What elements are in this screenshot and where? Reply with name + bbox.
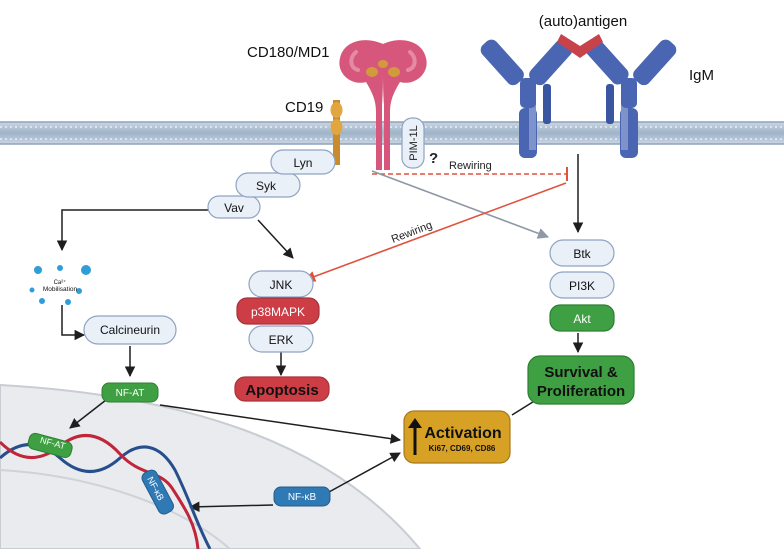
rewiring-diag-label: Rewiring (390, 219, 434, 246)
svg-text:Akt: Akt (573, 312, 591, 326)
antigen-label: (auto)antigen (539, 13, 627, 30)
node-erk: ERK (248, 325, 314, 353)
svg-text:Calcineurin: Calcineurin (100, 323, 160, 337)
arrow-igm-to-jnk (303, 182, 567, 282)
pim1l-question: ? (429, 150, 438, 167)
node-apoptosis: Apoptosis (234, 376, 330, 402)
node-calcineurin: Calcineurin (83, 315, 177, 345)
svg-text:Ki67, CD69, CD86: Ki67, CD69, CD86 (429, 444, 496, 453)
nucleus (0, 383, 422, 549)
cd180-md1-receptor (339, 40, 427, 170)
svg-text:Activation: Activation (424, 425, 501, 442)
arrow-nfkb-to-activation (328, 452, 401, 493)
pim1l-box: PIM-1L (401, 117, 425, 169)
node-jnk: JNK (248, 270, 314, 298)
node-nfat-dna: NF-AT (27, 432, 73, 458)
node-activation: Activation Ki67, CD69, CD86 (403, 410, 511, 464)
svg-text:NF-AT: NF-AT (116, 388, 145, 399)
svg-text:Vav: Vav (224, 201, 244, 215)
svg-text:Survival &: Survival & (544, 364, 618, 381)
antigen-shape (557, 34, 603, 58)
node-btk: Btk (549, 239, 615, 267)
svg-text:ERK: ERK (269, 333, 294, 347)
node-pi3k: PI3K (549, 271, 615, 299)
svg-text:Proliferation: Proliferation (537, 383, 625, 400)
svg-text:Apoptosis: Apoptosis (245, 382, 318, 399)
cd19-label: CD19 (285, 99, 323, 116)
arrow-calcium-to-calcineurin (61, 305, 86, 341)
calcium-label-line2: Mobilisation (43, 286, 78, 293)
rewiring-top-label: Rewiring (449, 160, 492, 172)
svg-text:Lyn: Lyn (294, 156, 313, 170)
arrow-vav-to-jnk (257, 219, 294, 259)
svg-text:NF-κB: NF-κB (288, 492, 317, 503)
svg-text:JNK: JNK (270, 278, 293, 292)
svg-text:PI3K: PI3K (569, 279, 595, 293)
cd19-coreceptor (330, 100, 343, 165)
node-p38mapk: p38MAPK (236, 297, 320, 325)
node-nfkb-dna: NF-κB (141, 469, 174, 515)
up-arrow-icon (408, 418, 422, 455)
arrow-cd180-to-btk (371, 170, 550, 239)
arrow-nfat-into-nucleus (69, 399, 107, 429)
node-survival-proliferation: Survival & Proliferation (527, 355, 635, 405)
node-nfkb: NF-κB (273, 486, 331, 507)
node-nfat: NF-AT (101, 382, 159, 403)
node-syk: Syk (235, 172, 301, 198)
arrow-vav-to-calcium (56, 209, 208, 252)
arrow-nfat-to-activation (159, 404, 402, 444)
pim1l-label: PIM-1L (408, 125, 420, 160)
svg-text:p38MAPK: p38MAPK (251, 305, 305, 319)
arrow-nfkb-into-nucleus (188, 501, 274, 513)
calcium-icon (29, 265, 91, 305)
cd180-label: CD180/MD1 (247, 44, 330, 61)
node-vav: Vav (207, 195, 261, 219)
igm-label: IgM (689, 67, 714, 84)
calcium-label-line1: Ca²⁺ (54, 279, 67, 286)
cell-membrane (0, 121, 784, 145)
svg-text:Btk: Btk (573, 247, 591, 261)
signaling-arrows (56, 154, 584, 513)
svg-text:Syk: Syk (256, 179, 277, 193)
igm-receptor (480, 38, 677, 158)
node-lyn: Lyn (270, 149, 336, 175)
node-akt: Akt (549, 304, 615, 332)
